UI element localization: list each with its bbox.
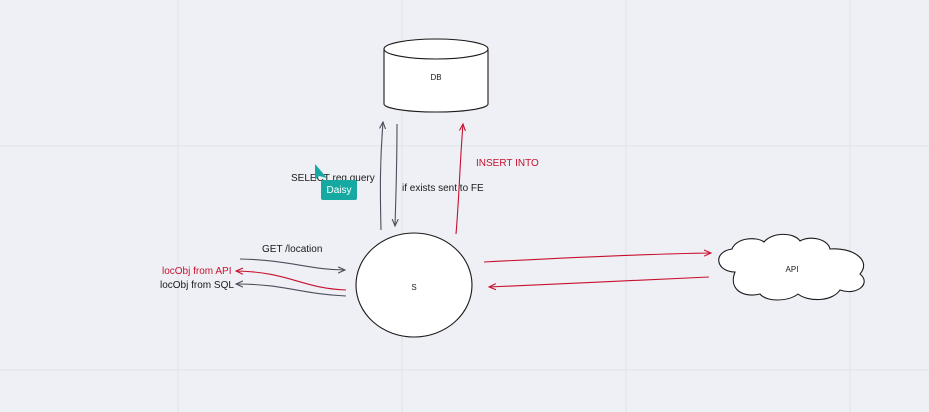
select-query-label: SELECT req query	[291, 173, 375, 184]
db-cylinder-shape	[383, 49, 489, 113]
cursor-pointer-icon	[315, 164, 327, 180]
api-label: API	[786, 265, 799, 274]
exists-to-fe-arrow[interactable]	[395, 123, 397, 226]
locobj-sql-arrow[interactable]	[236, 284, 347, 297]
get-location-arrow[interactable]	[239, 258, 345, 270]
db-label: DB	[430, 73, 441, 82]
get-location-label: GET /location	[262, 244, 322, 255]
insert-into-label: INSERT INTO	[476, 158, 539, 169]
server-to-api-arrow[interactable]	[483, 253, 711, 263]
server-label: S	[411, 283, 416, 292]
locobj-api-label: locObj from API	[162, 266, 231, 277]
api-to-server-arrow[interactable]	[489, 276, 710, 287]
server-circle-shape	[355, 232, 473, 338]
exists-to-fe-label: if exists sent to FE	[402, 183, 484, 194]
collaborator-cursor-tag: Daisy	[321, 180, 357, 200]
api-cloud-shape	[718, 233, 865, 301]
api-node[interactable]: API	[718, 233, 865, 301]
server-node[interactable]: S	[355, 232, 473, 338]
insert-into-arrow[interactable]	[455, 124, 463, 235]
locobj-api-arrow[interactable]	[236, 271, 347, 291]
db-cylinder-top	[383, 38, 489, 60]
select-query-arrow[interactable]	[380, 122, 383, 231]
db-node[interactable]: DB	[383, 38, 489, 113]
locobj-sql-label: locObj from SQL	[160, 280, 234, 291]
